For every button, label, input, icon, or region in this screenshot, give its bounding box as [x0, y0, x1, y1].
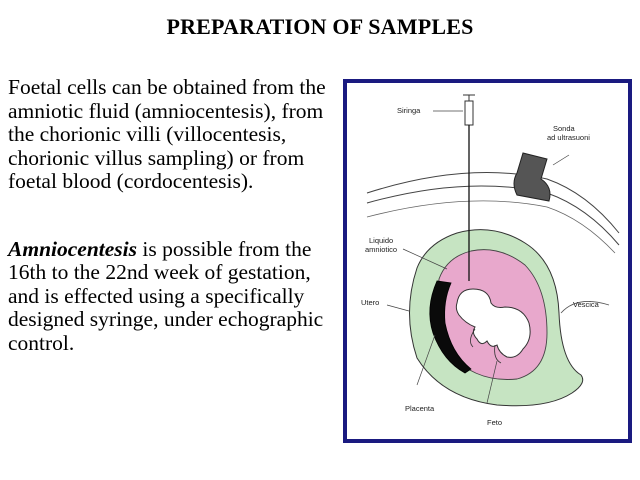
illustration-svg: Siringa Sonda ad ultrasuoni Liquido amni… — [361, 94, 620, 427]
label-liquid-2: amniotico — [365, 245, 397, 254]
paragraph-amniocentesis: Amniocentesis is possible from the 16th … — [8, 236, 343, 356]
amniocentesis-illustration: Siringa Sonda ad ultrasuoni Liquido amni… — [343, 79, 632, 443]
ultrasound-probe — [513, 152, 551, 202]
fetus-limb — [470, 328, 476, 348]
bladder-outline — [560, 301, 610, 314]
body-text: Foetal cells can be obtained from the am… — [8, 75, 343, 356]
leader-fetus — [486, 360, 498, 404]
fetus-limb — [494, 344, 502, 364]
leader-uterus — [386, 304, 410, 312]
label-placenta: Placenta — [405, 404, 435, 413]
label-probe-2: ad ultrasuoni — [547, 133, 590, 142]
placenta — [429, 280, 472, 374]
syringe-barrel — [464, 100, 474, 126]
paragraph-amniocentesis-text: is possible from the 16th to the 22nd we… — [8, 236, 324, 355]
label-fetus: Feto — [487, 418, 502, 427]
slide-title: PREPARATION OF SAMPLES — [166, 14, 474, 39]
leader-probe — [552, 154, 570, 166]
fetus — [455, 288, 531, 358]
label-bladder: Vescica — [573, 300, 600, 309]
leader-liquid — [402, 248, 448, 270]
paragraph-sources: Foetal cells can be obtained from the am… — [8, 75, 326, 193]
abdominal-wall-line — [366, 200, 616, 254]
label-uterus: Utero — [361, 298, 379, 307]
label-liquid-1: Liquido — [369, 236, 393, 245]
label-probe-1: Sonda — [553, 124, 576, 133]
label-syringe: Siringa — [397, 106, 421, 115]
leader-placenta — [416, 334, 436, 386]
term-amniocentesis: Amniocentesis — [8, 236, 138, 261]
